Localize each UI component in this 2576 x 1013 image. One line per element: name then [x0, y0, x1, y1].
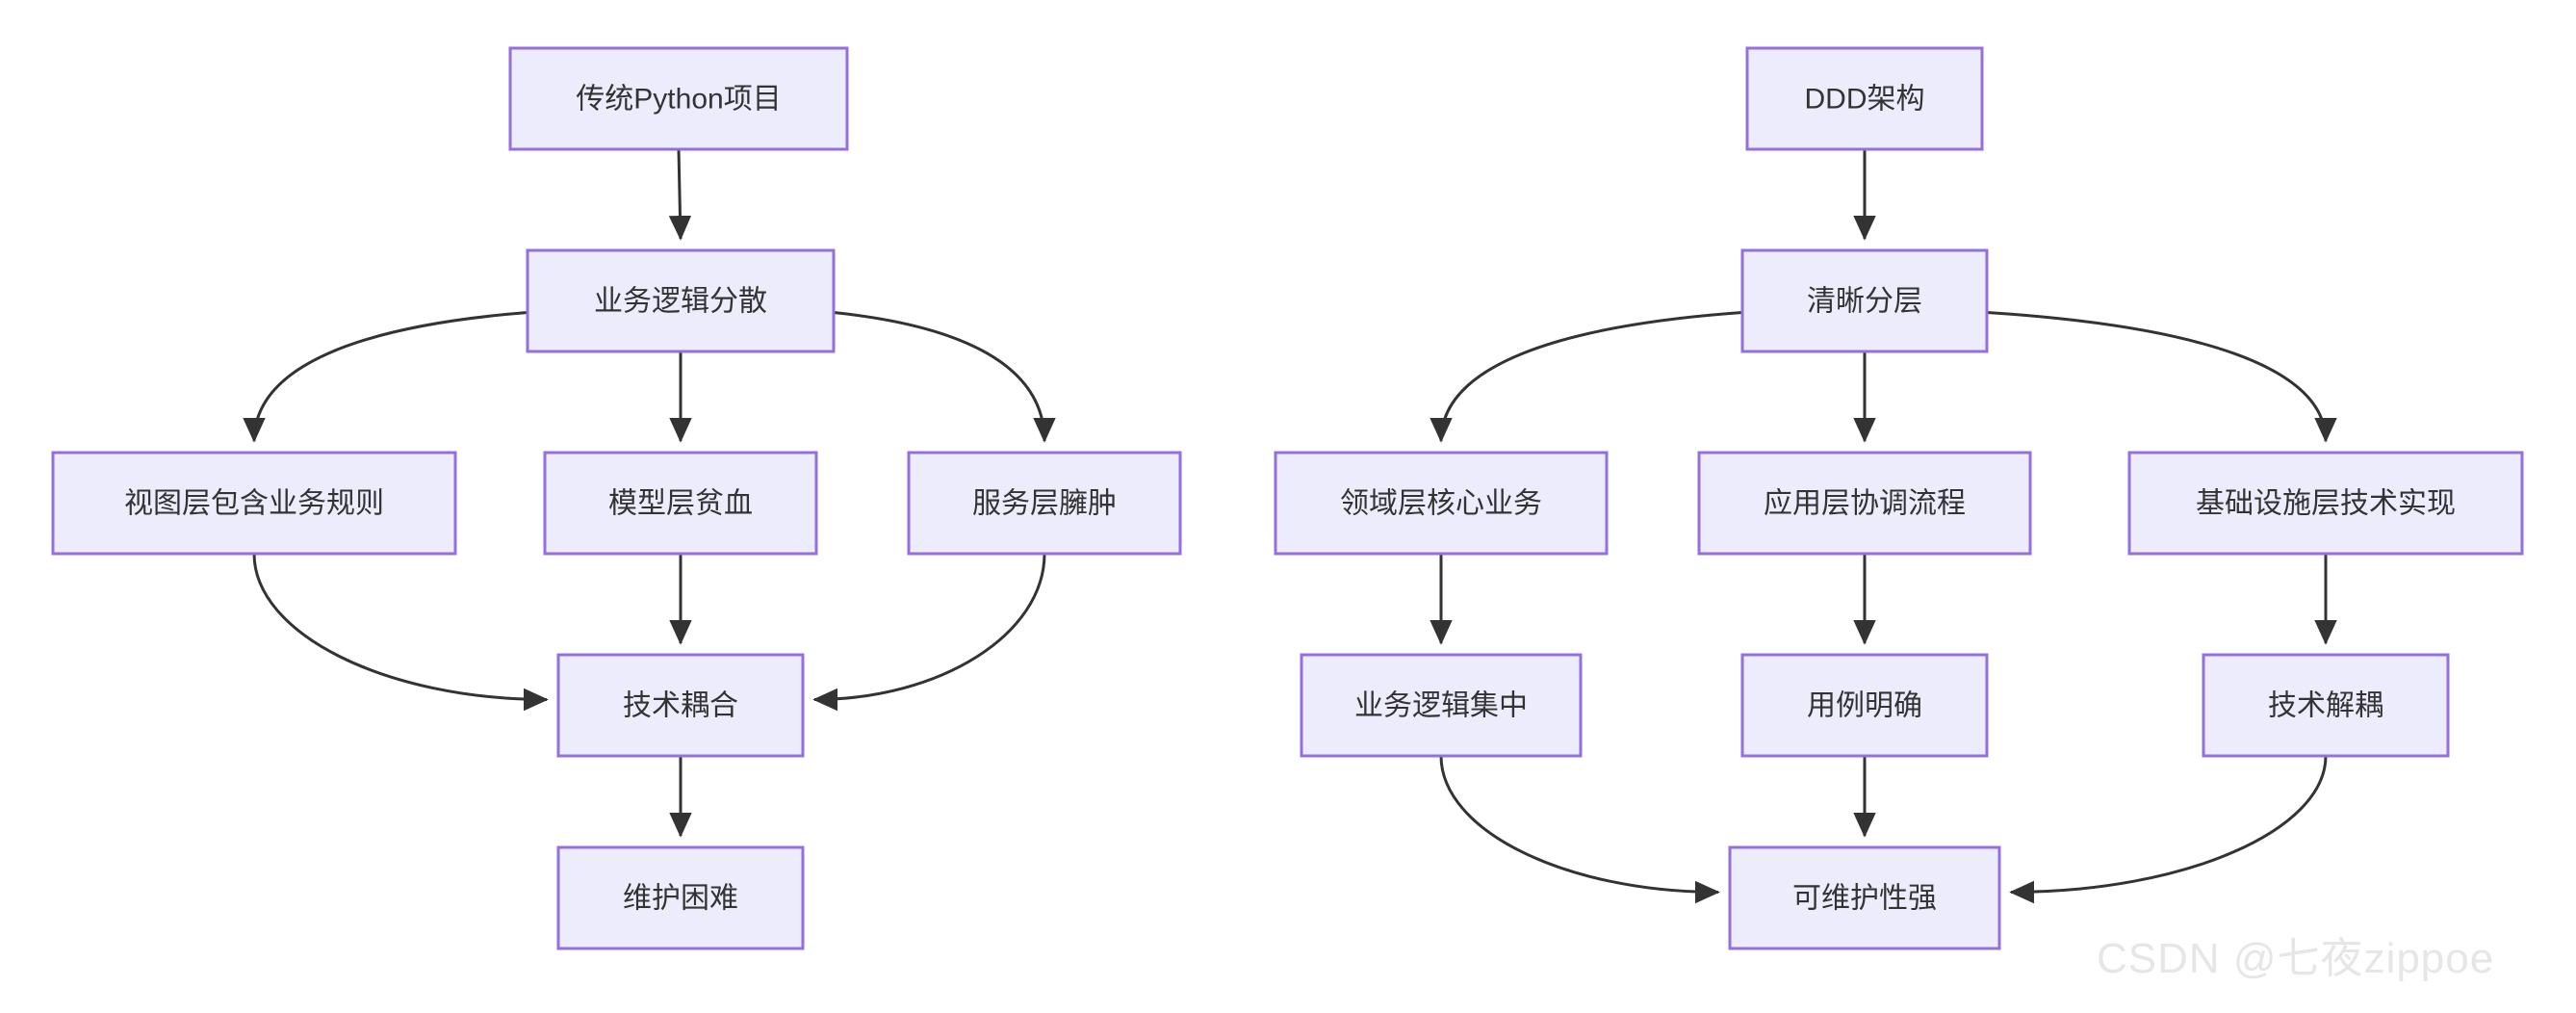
node-box[interactable] [1274, 451, 1609, 556]
node-r5[interactable]: 基础设施层技术实现 [2127, 451, 2524, 556]
node-l3[interactable]: 视图层包含业务规则 [51, 451, 457, 556]
node-r7[interactable]: 用例明确 [1740, 653, 1989, 758]
node-r8[interactable]: 技术解耦 [2202, 653, 2450, 758]
nodes-layer: 传统Python项目业务逻辑分散视图层包含业务规则模型层贫血服务层臃肿技术耦合维… [51, 46, 2524, 950]
node-l1[interactable]: 传统Python项目 [508, 46, 849, 151]
node-box[interactable] [526, 248, 836, 353]
node-box[interactable] [1697, 451, 2032, 556]
edge-l1-to-l2 [668, 148, 692, 241]
node-r9[interactable]: 可维护性强 [1728, 845, 2001, 950]
node-r6[interactable]: 业务逻辑集中 [1300, 653, 1583, 758]
edge-l2-to-l5 [833, 311, 1056, 443]
edges-layer [243, 148, 2337, 904]
node-r3[interactable]: 领域层核心业务 [1274, 451, 1609, 556]
edge-r2-to-r5 [1986, 311, 2337, 443]
node-box[interactable] [1300, 653, 1583, 758]
node-r2[interactable]: 清晰分层 [1740, 248, 1989, 353]
node-l4[interactable]: 模型层贫血 [543, 451, 818, 556]
node-l6[interactable]: 技术耦合 [556, 653, 805, 758]
node-l7[interactable]: 维护困难 [556, 845, 805, 950]
edge-r8-to-r9 [2009, 755, 2328, 904]
node-box[interactable] [51, 451, 457, 556]
node-box[interactable] [556, 845, 805, 950]
node-box[interactable] [1740, 248, 1989, 353]
edge-r6-to-r9 [1439, 755, 1720, 904]
node-box[interactable] [508, 46, 849, 151]
node-l2[interactable]: 业务逻辑分散 [526, 248, 836, 353]
edge-l3-to-l6 [252, 553, 549, 712]
node-r4[interactable]: 应用层协调流程 [1697, 451, 2032, 556]
node-l5[interactable]: 服务层臃肿 [907, 451, 1182, 556]
node-box[interactable] [907, 451, 1182, 556]
node-r1[interactable]: DDD架构 [1745, 46, 1984, 151]
node-box[interactable] [1745, 46, 1984, 151]
node-box[interactable] [556, 653, 805, 758]
node-box[interactable] [1740, 653, 1989, 758]
node-box[interactable] [543, 451, 818, 556]
node-box[interactable] [1728, 845, 2001, 950]
node-box[interactable] [2127, 451, 2524, 556]
edge-l2-to-l3 [243, 311, 528, 443]
node-box[interactable] [2202, 653, 2450, 758]
edge-r2-to-r3 [1430, 311, 1743, 443]
csdn-watermark: CSDN @七夜zippoe [2097, 935, 2494, 982]
edge-l5-to-l6 [812, 553, 1046, 712]
